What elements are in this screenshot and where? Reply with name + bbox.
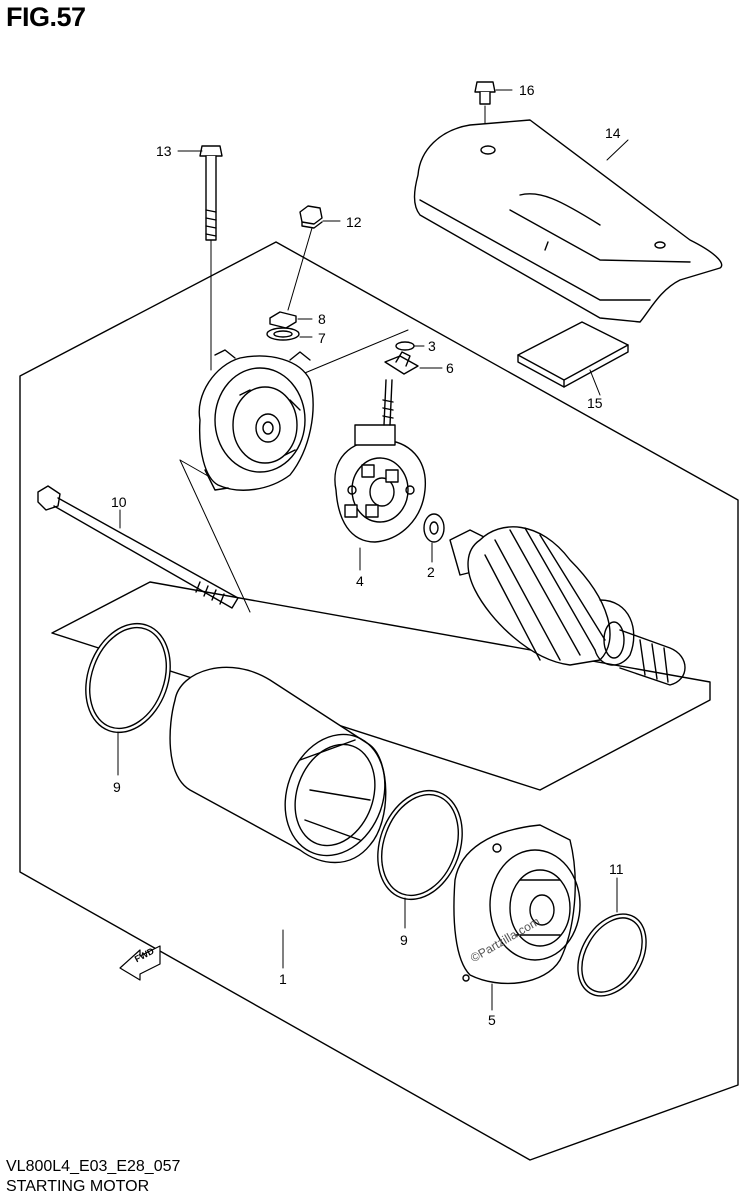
part-9-o-ring-right [377, 789, 463, 901]
part-14-cover [413, 119, 723, 323]
part-2-washer [423, 513, 445, 543]
part-4-brush-holder [334, 379, 426, 543]
callout-5: 5 [488, 1012, 496, 1028]
armature [449, 526, 686, 686]
part-7-washer [266, 327, 300, 341]
callout-11: 11 [609, 861, 624, 877]
part-15-pad [517, 321, 629, 388]
rear-end-cover [198, 349, 314, 491]
assembly-boundary [19, 241, 739, 1161]
callout-2: 2 [427, 564, 435, 580]
callout-15: 15 [587, 395, 603, 411]
callout-6: 6 [446, 360, 454, 376]
part-16-bolt [474, 81, 496, 105]
figure-name: STARTING MOTOR [6, 1178, 150, 1195]
part-11-o-ring [577, 913, 647, 997]
callout-3: 3 [428, 338, 436, 354]
part-9-o-ring-left [85, 622, 171, 734]
callout-7: 7 [318, 330, 326, 346]
callout-9-right: 9 [400, 932, 408, 948]
part-12-nut [299, 205, 323, 229]
part-3-o-ring [395, 341, 415, 351]
callout-12: 12 [346, 214, 362, 230]
part-10-through-bolt [37, 485, 239, 609]
callout-9-left: 9 [113, 779, 121, 795]
callout-13: 13 [156, 143, 172, 159]
figure-title: FIG.57 [6, 2, 86, 32]
part-8-nut [269, 311, 297, 329]
fwd-arrow-icon [119, 945, 161, 981]
part-13-bolt [199, 145, 223, 241]
part-5-front-cover [453, 824, 581, 985]
model-code: VL800L4_E03_E28_057 [6, 1158, 181, 1175]
callout-8: 8 [318, 311, 326, 327]
callout-14: 14 [605, 125, 621, 141]
callout-1: 1 [279, 971, 287, 987]
callout-16: 16 [519, 82, 535, 98]
inner-reference-frame [51, 581, 711, 791]
callout-10: 10 [111, 494, 127, 510]
part-6-terminal [384, 351, 419, 375]
callout-4: 4 [356, 573, 364, 589]
part-1-yoke-housing [169, 666, 387, 864]
